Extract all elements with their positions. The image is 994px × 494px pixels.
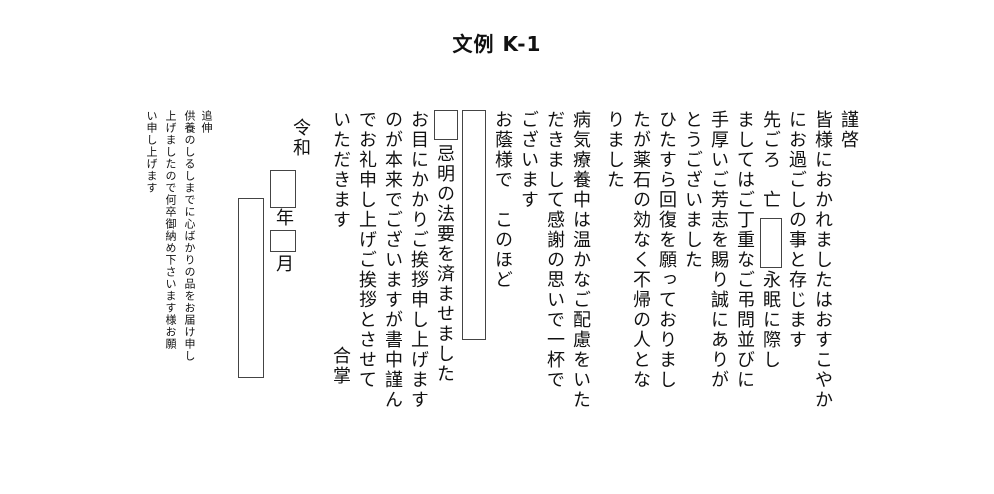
letter-line-16: お目にかかりご挨拶申し上げます (408, 110, 429, 410)
letter-line-19: いただきます (330, 110, 351, 230)
postscript-heading: 追伸 (200, 110, 213, 134)
letter-line-3: にお過ごしの事と存じます (786, 110, 807, 350)
letter-line-5: ましてはご丁重なご弔問並びに (734, 110, 755, 390)
letter-line-11: 病気療養中は温かなご配慮をいた (570, 110, 591, 410)
date-era: 令和 (290, 118, 311, 158)
letter-line-9: たが薬石の効なく不帰の人とな (630, 110, 651, 390)
letter-line-6: 手厚いご芳志を賜り誠にありが (708, 110, 729, 390)
letter-line-12: だきまして感謝の思いで一杯で (544, 110, 565, 390)
letter-line-15: 忌明の法要を済ませました (434, 144, 455, 384)
letter-line-1: 謹啓 (838, 110, 859, 150)
date-year-blank[interactable] (270, 170, 296, 208)
letter-line-13: ございます (518, 110, 539, 210)
memorial-name-blank[interactable] (462, 110, 486, 340)
date-month-blank[interactable] (270, 230, 296, 252)
postscript-line-2: 上げましたので何卒御納め下さいます様お願 (164, 110, 177, 350)
letter-line-10: りました (604, 110, 625, 190)
letter-line-4b: 永眠に際し (760, 270, 781, 370)
letter-line-8: ひたすら回復を願っておりまし (656, 110, 677, 390)
letter-line-14: お蔭様で このほど (492, 110, 513, 290)
letter-line-2: 皆様におかれましたはおすこやか (812, 110, 833, 410)
date-year-label: 年 (273, 208, 294, 228)
letter-line-18: でお礼申し上げご挨拶とさせて (356, 110, 377, 390)
letter-line-4a: 先ごろ 亡 (760, 110, 781, 210)
date-month-label: 月 (273, 254, 294, 274)
letter-line-7: とうございました (682, 110, 703, 270)
honorific-blank[interactable] (434, 110, 458, 140)
postscript-line-3: い申し上げます (145, 110, 158, 194)
postscript-line-1: 供養のしるしまでに心ばかりの品をお届け申し (183, 110, 196, 362)
deceased-name-blank[interactable] (760, 218, 782, 268)
page-title: 文例 K-1 (452, 32, 542, 56)
sender-name-blank[interactable] (238, 198, 264, 378)
letter-line-17: のが本来でございますが書中謹ん (382, 110, 403, 410)
closing-gassho: 合掌 (330, 346, 351, 386)
